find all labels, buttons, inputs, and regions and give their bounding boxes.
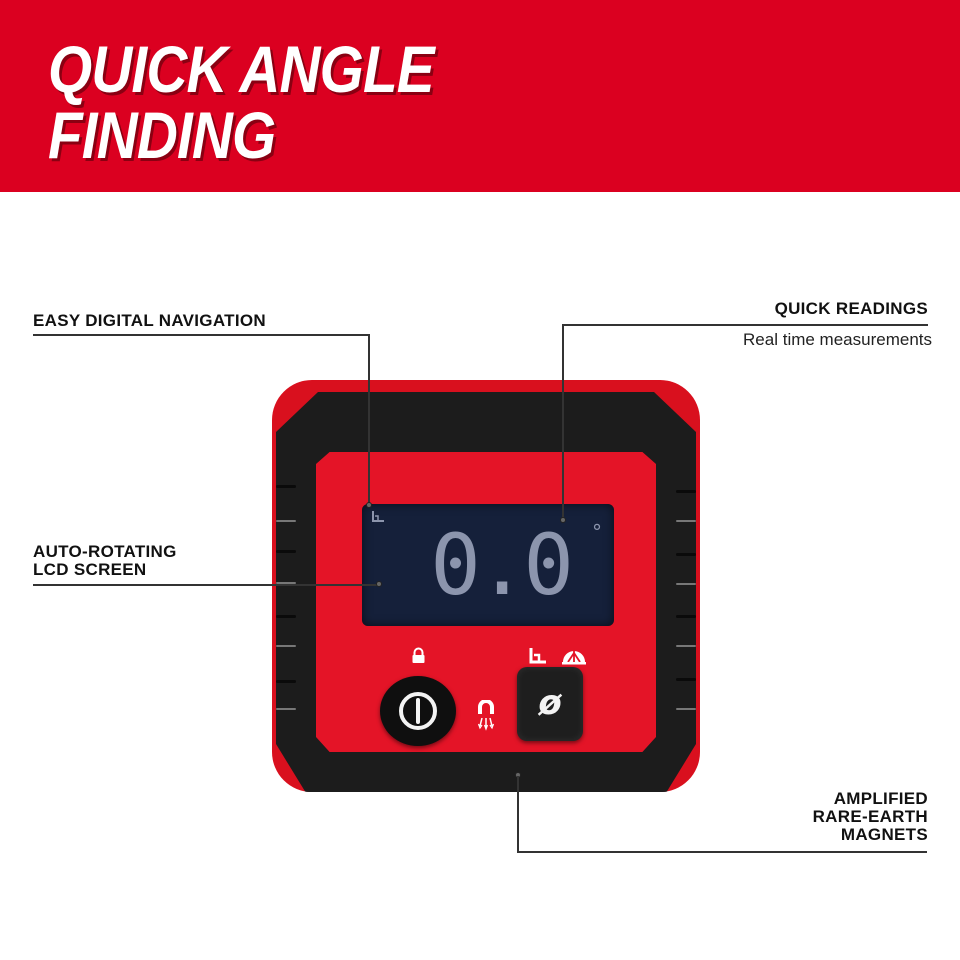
grip-ridge <box>676 645 696 647</box>
grip-ridge <box>276 615 296 618</box>
power-icon-bar <box>416 698 420 724</box>
callout-line <box>368 334 370 504</box>
power-icon <box>399 692 437 730</box>
callout-quick-readings: QUICK READINGS <box>774 299 928 318</box>
callout-auto-rotating: AUTO-ROTATING LCD SCREEN <box>33 543 177 579</box>
grip-ridge <box>676 553 696 556</box>
power-button[interactable] <box>380 676 456 746</box>
relative-angle-icon <box>529 648 546 664</box>
callout-dot <box>376 581 382 587</box>
grip-ridge <box>276 582 296 584</box>
callout-line <box>33 334 369 336</box>
grip-ridge <box>676 583 696 585</box>
grip-ridge <box>276 680 296 683</box>
grip-ridge <box>276 520 296 522</box>
grip-ridge <box>676 708 696 710</box>
callout-quick-readings-subtitle: Real time measurements <box>743 330 932 349</box>
callout-line <box>517 776 519 852</box>
zero-button[interactable]: ø <box>517 667 583 741</box>
grip-ridge <box>676 490 696 493</box>
lock-icon <box>412 647 425 663</box>
callout-line <box>517 851 927 853</box>
banner-title-line1: QUICK ANGLE <box>48 32 435 106</box>
callout-magnets-line1: AMPLIFIED <box>833 789 928 808</box>
relative-angle-icon <box>372 511 384 522</box>
grip-ridge <box>276 708 296 710</box>
magnet-icon <box>477 700 495 731</box>
angle-reading: 0.0 <box>430 516 574 614</box>
callout-line <box>562 324 928 326</box>
grip-ridge <box>276 485 296 488</box>
grip-ridge <box>276 550 296 553</box>
callout-line <box>33 584 378 586</box>
grip-ridge <box>676 615 696 618</box>
absolute-angle-icon <box>562 648 586 665</box>
grip-ridge <box>676 678 696 681</box>
callout-magnets: AMPLIFIED RARE-EARTH MAGNETS <box>813 790 928 844</box>
callout-line <box>562 324 564 520</box>
zero-icon: ø <box>538 683 562 723</box>
callout-dot <box>366 502 372 508</box>
callout-auto-rotating-line1: AUTO-ROTATING <box>33 542 177 561</box>
callout-dot <box>560 517 566 523</box>
lcd-screen: 0.0 ° <box>362 504 614 626</box>
banner-title: QUICK ANGLE FINDING <box>48 32 435 172</box>
header-banner: QUICK ANGLE FINDING <box>0 0 960 192</box>
callout-auto-rotating-line2: LCD SCREEN <box>33 560 147 579</box>
banner-title-line2: FINDING <box>48 98 276 172</box>
grip-ridge <box>676 520 696 522</box>
callout-magnets-line3: MAGNETS <box>840 825 928 844</box>
callout-magnets-line2: RARE-EARTH <box>812 807 928 826</box>
degree-unit: ° <box>592 520 602 544</box>
callout-easy-navigation: EASY DIGITAL NAVIGATION <box>33 311 266 330</box>
grip-ridge <box>276 645 296 647</box>
